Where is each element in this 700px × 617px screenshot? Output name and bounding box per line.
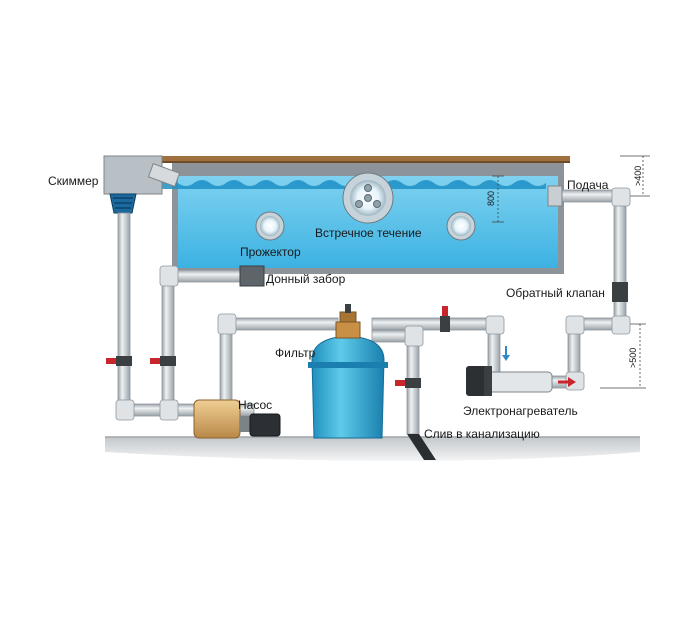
sand-filter [308,304,388,439]
drain-outlet [407,434,436,460]
skimmer [103,155,181,214]
label-heater: Электронагреватель [463,404,578,418]
pool-lights [255,172,476,241]
counterflow-jet [342,172,394,224]
label-projector: Прожектор [240,245,301,259]
label-drain: Слив в канализацию [424,427,540,441]
label-bottom-drain: Донный забор [266,272,346,286]
projector-light-left [255,211,285,241]
projector-light-right [446,211,476,241]
valves [106,282,628,388]
dimension-heater-gap-text: >500 [628,347,638,368]
label-counterflow: Встречное течение [315,226,422,240]
label-supply: Подача [567,178,609,192]
pipework [117,189,627,435]
supply-nozzle [547,185,563,207]
pool-deck-shadow [160,161,570,163]
depth-dimension [492,175,504,223]
pipe-elbows [115,187,631,421]
label-filter: Фильтр [275,346,316,360]
electric-heater [466,346,576,396]
dimension-top-gap-text: >400 [633,165,643,186]
label-skimmer: Скиммер [48,174,99,188]
label-check-valve: Обратный клапан [506,286,605,300]
dimension-depth-text: 800 [486,190,496,206]
label-pump: Насос [238,398,273,412]
ground-slab [105,437,640,461]
pump [193,399,281,439]
bottom-drain-fitting [239,265,265,287]
pool-deck [160,156,570,162]
